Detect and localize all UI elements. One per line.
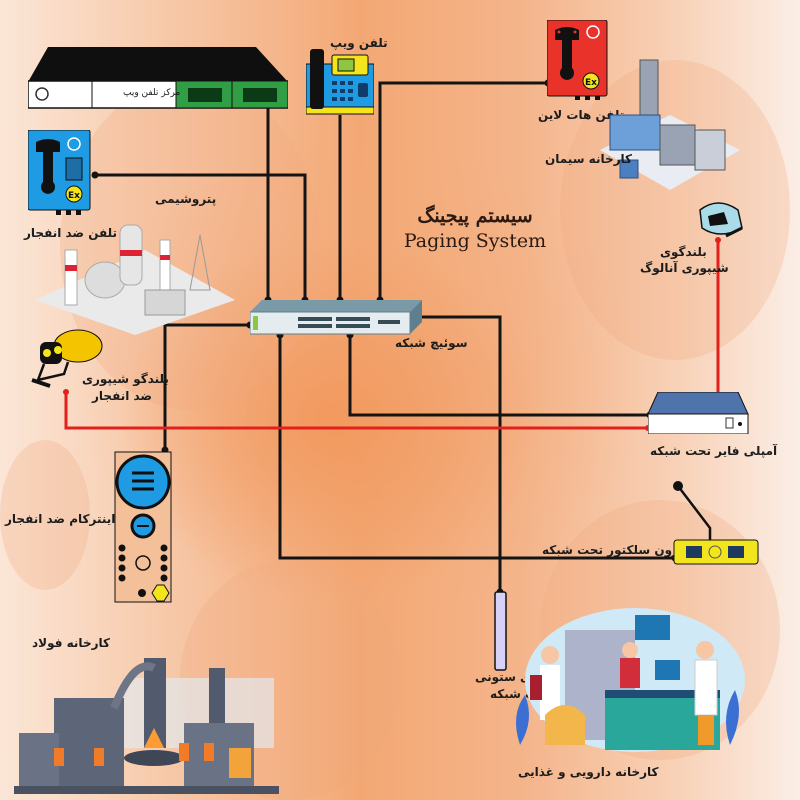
food-factory-icon [516,608,745,752]
zone-selector[interactable] [672,480,760,566]
hotline-phone-icon: Ex [546,19,608,100]
analog-horn-speaker-label-2: شیپوری آنالوگ [640,261,729,275]
steel-factory-icon [14,658,279,794]
wire-analog-ex-horn [64,392,648,430]
ex-intercom[interactable] [114,450,172,605]
horn-speaker-icon [699,202,743,238]
cement-factory[interactable] [600,55,740,205]
wire-ex-phone [95,173,307,300]
explosion-proof-phone[interactable]: Ex [27,129,92,216]
background-blob [0,440,90,590]
intercom-icon [114,451,172,603]
pharma-food-factory-label: کارخانه دارویی و غذایی [518,765,659,779]
wire-column-speaker [420,315,502,592]
background-blob [560,60,790,360]
voip-pbx-icon [27,47,289,109]
voip-center-label: مرکز تلفن ویپ [123,88,181,98]
amplifier-icon [647,391,749,435]
column-speaker[interactable] [494,591,508,671]
cement-factory-icon [600,59,740,190]
steel-factory-label: کارخانه فولاد [32,636,110,650]
voip-center[interactable]: مرکز تلفن ویپ [27,47,289,109]
wire-intercom [163,323,250,450]
network-switch-label: سوئیچ شبکه [395,336,468,350]
wire-hotline [378,81,548,300]
petrochemical-label: پتروشیمی [155,192,217,206]
cement-factory-label: کارخانه سیمان [545,152,632,166]
wire-amplifier [348,335,650,417]
analog-horn-speaker-label-1: بلندگوی [660,245,707,259]
wire-zone-selector [278,335,675,560]
svg-text:Ex: Ex [68,191,80,201]
petrochemical-plant-icon [35,224,235,335]
title-english: Paging System [403,230,547,252]
explosion-proof-phone-icon: Ex [27,129,91,215]
voip-phone[interactable] [305,49,375,115]
ex-intercom-label: اینترکام ضد انفجار [5,512,116,526]
network-switch[interactable] [249,300,422,336]
ex-horn-speaker-label-2: ضد انفجار [92,389,153,403]
background-blob [60,80,320,410]
network-amplifier-label: آمپلی فایر تحت شبکه [650,444,778,458]
zone-selector-icon [673,481,759,565]
zone-selector-label: زون سلکتور تحت شبکه [542,543,679,557]
network-switch-icon [249,300,422,335]
voip-phone-label: تلفن ویپ [330,36,388,50]
ex-horn-speaker[interactable] [30,328,105,390]
ip-phone-icon [305,49,375,115]
explosion-proof-phone-label: تلفن ضد انفجار [24,226,118,240]
hotline-phone-label: تلفن هات لاین [538,108,625,122]
network-amplifier[interactable] [647,391,750,435]
svg-text:Ex: Ex [585,78,597,88]
pharma-food-factory[interactable] [505,600,755,760]
petrochemical-plant[interactable] [35,210,235,340]
analog-horn-speaker[interactable] [696,200,746,242]
ex-horn-speaker-icon [31,329,103,388]
hotline-phone[interactable]: Ex [546,19,609,100]
column-speaker-icon [494,591,507,671]
steel-factory[interactable] [14,648,279,794]
ex-horn-speaker-label-1: بلندگو شیپوری [82,372,169,386]
title-persian: سیستم پیجینگ [417,205,533,227]
